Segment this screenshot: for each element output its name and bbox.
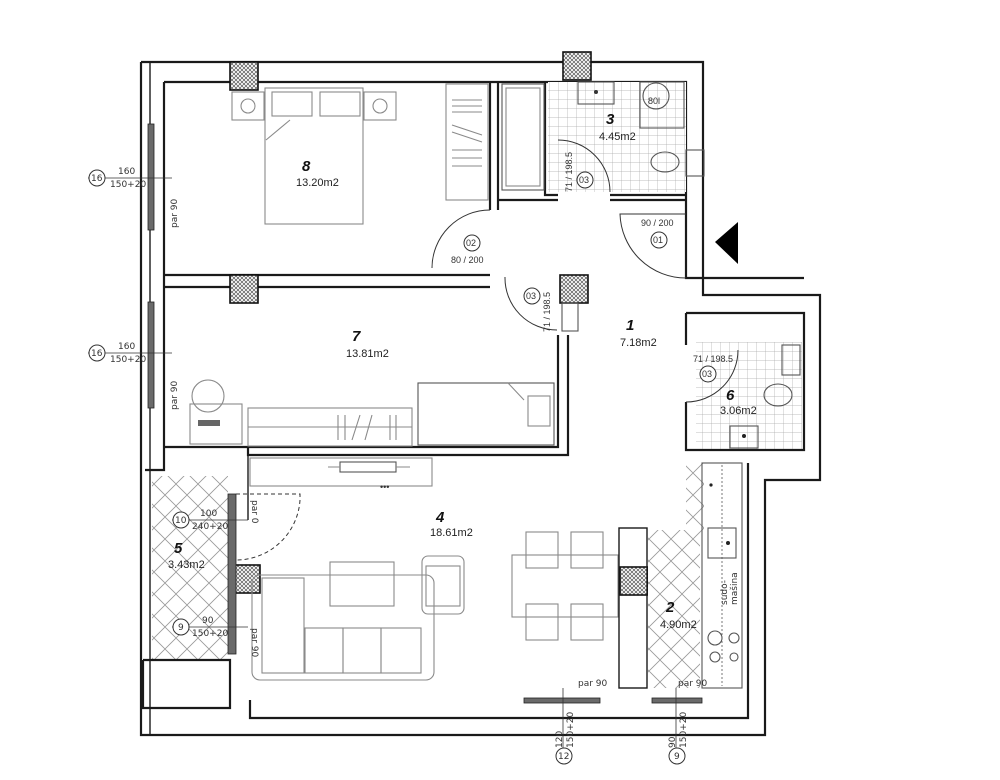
balcony-door-window: 10 100 240+20 par 0 xyxy=(172,500,259,532)
door-label-03-bath-3: 03 71 / 198.5 xyxy=(564,152,594,192)
svg-text:6: 6 xyxy=(726,387,735,404)
window-living-left: 9 90 150+20 par 90 xyxy=(172,616,259,658)
svg-text:8: 8 xyxy=(302,158,311,175)
svg-text:150+20: 150+20 xyxy=(192,629,228,639)
double-bed xyxy=(231,87,397,225)
svg-text:71 / 198.5: 71 / 198.5 xyxy=(564,152,574,192)
svg-text:7.18m2: 7.18m2 xyxy=(620,337,657,349)
structural-pillar xyxy=(619,566,649,596)
svg-text:9: 9 xyxy=(178,623,184,633)
dishwasher-label: sudo- xyxy=(720,580,730,605)
room-label-6: 6 3.06m2 xyxy=(720,387,757,417)
window-room-7: 16 160 150+20 par 90 xyxy=(88,301,180,410)
svg-text:3.06m2: 3.06m2 xyxy=(720,405,757,417)
svg-text:18.61m2: 18.61m2 xyxy=(430,527,473,539)
bathroom-6 xyxy=(684,311,806,452)
room-label-5: 5 3.43m2 xyxy=(168,540,205,571)
structural-pillar xyxy=(562,51,592,81)
svg-text:12: 12 xyxy=(558,752,569,762)
svg-text:80 / 200: 80 / 200 xyxy=(451,255,484,265)
svg-text:par 0: par 0 xyxy=(249,500,259,524)
dishwasher-label: mašina xyxy=(729,572,740,605)
door-label-02: 02 80 / 200 xyxy=(451,234,484,265)
structural-pillar xyxy=(559,274,589,304)
door-label-03-bath-6: 71 / 198.5 03 xyxy=(693,354,733,383)
svg-text:02: 02 xyxy=(466,238,476,248)
svg-text:100: 100 xyxy=(200,509,217,519)
svg-text:90: 90 xyxy=(668,736,678,748)
room-7-furniture xyxy=(189,302,579,447)
svg-text:2: 2 xyxy=(665,599,675,616)
svg-text:240+20: 240+20 xyxy=(192,522,228,532)
svg-text:3.43m2: 3.43m2 xyxy=(168,559,205,571)
wardrobe-bedroom-8 xyxy=(445,83,489,201)
structural-pillar xyxy=(229,61,259,91)
door-label-01: 90 / 200 01 xyxy=(641,218,674,249)
entrance-arrow-icon xyxy=(715,222,738,264)
room-8-walls xyxy=(164,82,500,289)
svg-text:71 / 198.5: 71 / 198.5 xyxy=(693,354,733,364)
svg-text:7: 7 xyxy=(352,328,361,345)
svg-text:13.81m2: 13.81m2 xyxy=(346,348,389,360)
svg-text:160: 160 xyxy=(118,167,135,177)
window-bedroom-8: 16 160 150+20 par 90 xyxy=(88,123,180,231)
room-label-3: 3 4.45m2 xyxy=(599,111,636,143)
svg-text:90: 90 xyxy=(202,616,214,626)
svg-text:3: 3 xyxy=(606,111,615,128)
svg-text:03: 03 xyxy=(526,291,536,301)
balcony-5 xyxy=(141,476,301,710)
svg-text:13.20m2: 13.20m2 xyxy=(296,177,339,189)
svg-text:par 90: par 90 xyxy=(170,198,180,228)
svg-text:120: 120 xyxy=(555,731,565,748)
svg-text:4.45m2: 4.45m2 xyxy=(599,131,636,143)
kitchen-2: sudo- mašina xyxy=(618,462,743,689)
svg-text:par 90: par 90 xyxy=(578,679,608,689)
svg-text:•••: ••• xyxy=(380,482,389,492)
svg-text:03: 03 xyxy=(702,369,712,379)
svg-text:par 90: par 90 xyxy=(678,679,708,689)
svg-text:1: 1 xyxy=(626,317,634,334)
tv-unit: ••• xyxy=(249,457,433,492)
svg-text:150+20: 150+20 xyxy=(110,355,146,365)
living-room-furniture xyxy=(251,531,619,681)
room-label-8: 8 13.20m2 xyxy=(296,158,339,189)
svg-text:4: 4 xyxy=(435,509,445,526)
svg-text:03: 03 xyxy=(579,175,589,185)
room-label-4: 4 18.61m2 xyxy=(430,509,473,539)
svg-text:160: 160 xyxy=(118,342,135,352)
svg-text:71 / 198.5: 71 / 198.5 xyxy=(542,292,552,332)
doors xyxy=(431,139,739,403)
structural-pillar xyxy=(229,274,259,304)
room-label-2: 2 4.90m2 xyxy=(660,599,697,631)
room-label-7: 7 13.81m2 xyxy=(346,328,389,360)
svg-text:150+20: 150+20 xyxy=(679,712,689,748)
svg-text:16: 16 xyxy=(91,174,103,184)
door-label-03-room-7: 03 71 / 198.5 xyxy=(523,287,552,332)
room-7-walls xyxy=(164,335,570,520)
svg-text:9: 9 xyxy=(674,752,680,762)
boiler-capacity-label: 80l xyxy=(648,96,660,106)
svg-text:150+20: 150+20 xyxy=(110,180,146,190)
bathroom-3: 80l xyxy=(498,81,705,202)
svg-text:par 90: par 90 xyxy=(170,380,180,410)
window-living-bottom: par 90 120 150+20 12 xyxy=(523,679,608,765)
svg-text:5: 5 xyxy=(174,540,183,557)
svg-text:90 / 200: 90 / 200 xyxy=(641,218,674,228)
svg-text:01: 01 xyxy=(653,235,663,245)
svg-text:16: 16 xyxy=(91,349,103,359)
window-kitchen-bottom: par 90 90 150+20 9 xyxy=(651,679,708,765)
svg-text:4.90m2: 4.90m2 xyxy=(660,619,697,631)
svg-text:10: 10 xyxy=(175,516,187,526)
svg-text:par 90: par 90 xyxy=(249,628,259,658)
svg-text:150+20: 150+20 xyxy=(566,712,576,748)
room-label-1: 1 7.18m2 xyxy=(620,317,657,349)
